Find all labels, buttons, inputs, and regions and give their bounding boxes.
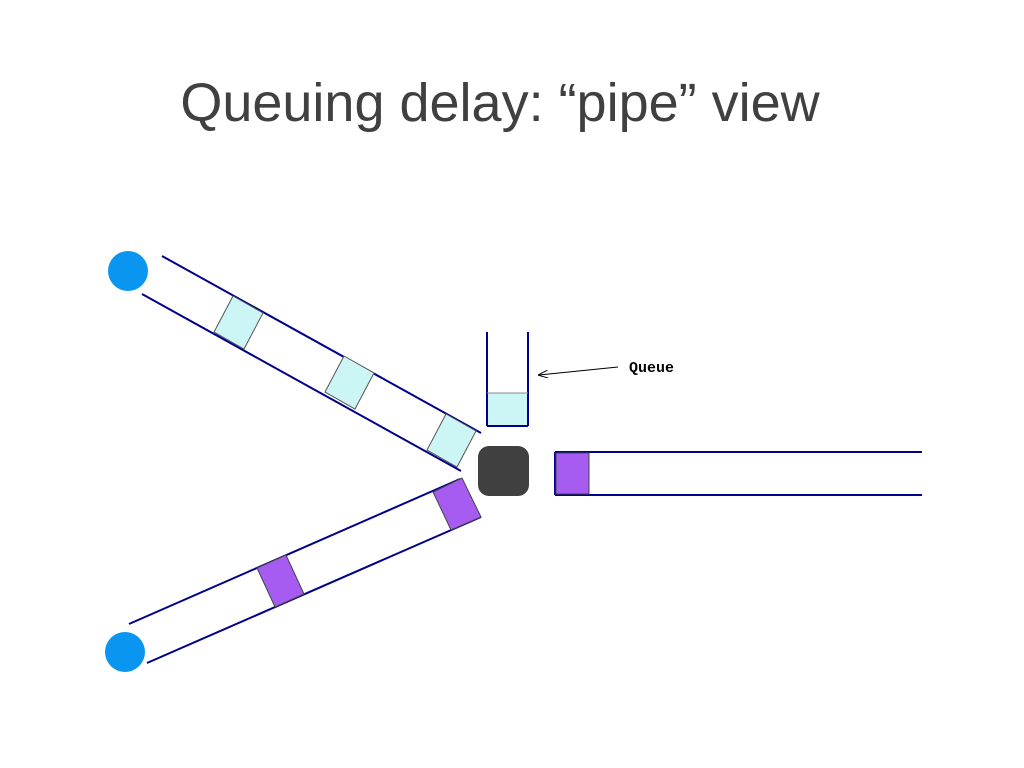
- packet-purple: [555, 452, 590, 495]
- host-node-bottom: [105, 632, 145, 672]
- router-node: [478, 446, 529, 496]
- packet-purple: [432, 477, 482, 531]
- pipe-edge: [141, 293, 462, 472]
- lower-input-pipe: [128, 478, 482, 664]
- host-node-top: [108, 251, 148, 291]
- queue-buffer: [486, 332, 529, 427]
- queue-label: Queue: [629, 360, 674, 377]
- packet-light-blue: [213, 295, 264, 350]
- queued-packet: [487, 393, 528, 426]
- pipe-edge: [128, 478, 461, 625]
- pipe-edge: [161, 255, 482, 434]
- output-pipe: [554, 451, 922, 496]
- packet-purple: [256, 554, 305, 608]
- packet-light-blue: [324, 355, 375, 410]
- lower-pipe-packets: [256, 477, 482, 608]
- pipe-edge: [146, 516, 482, 664]
- upper-input-pipe: [141, 255, 482, 472]
- slide-title: Queuing delay: “pipe” view: [180, 73, 820, 133]
- arrow-pointer-icon: [539, 366, 619, 375]
- packet-light-blue: [426, 413, 477, 468]
- upper-pipe-packets: [213, 295, 477, 468]
